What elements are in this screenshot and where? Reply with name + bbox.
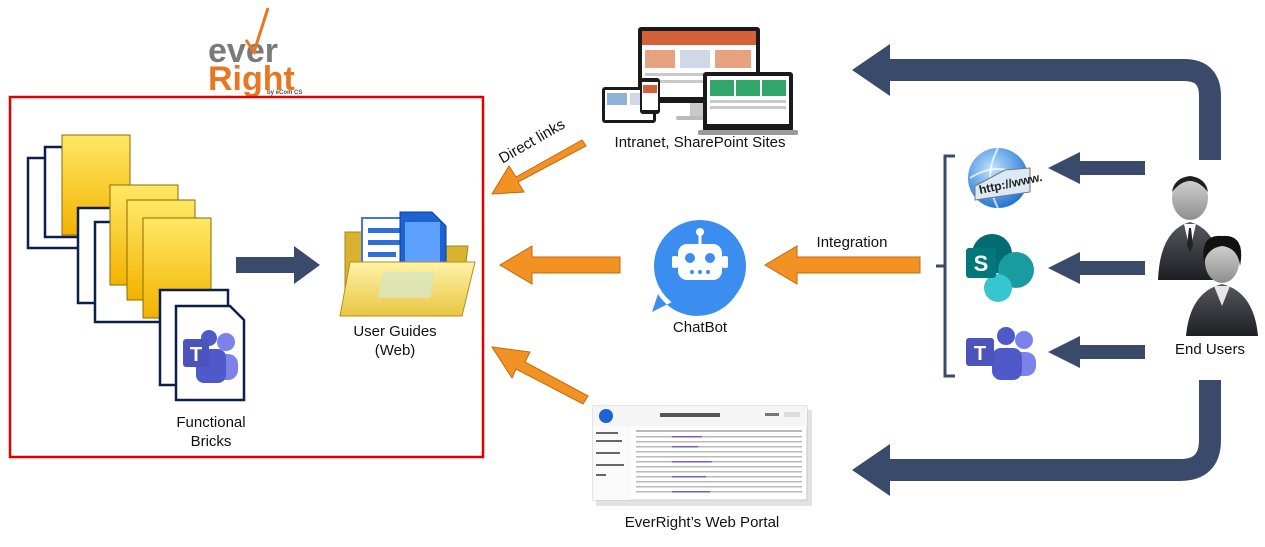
logo-line2: Right bbox=[208, 60, 295, 98]
arrow-users-to-sharepoint bbox=[1048, 252, 1145, 284]
web-portal-label: EverRight’s Web Portal bbox=[624, 514, 780, 531]
arrow-users-to-web bbox=[1048, 152, 1145, 184]
web-portal-screenshot bbox=[592, 405, 812, 506]
functional-bricks-line1: Functional bbox=[176, 414, 246, 431]
www-globe-icon: http://www. bbox=[968, 147, 1043, 209]
top-loop-arrowhead bbox=[852, 44, 890, 96]
everright-logo: ever Right by eCom CS bbox=[208, 7, 302, 98]
integration-label: Integration bbox=[816, 234, 888, 251]
functional-bricks-line2: Bricks bbox=[190, 433, 232, 450]
svg-text:T: T bbox=[974, 343, 986, 365]
user-guides-line1: User Guides bbox=[353, 323, 437, 340]
arrow-users-to-teams bbox=[1048, 336, 1145, 368]
channel-bracket bbox=[936, 154, 955, 378]
user-guides-folder-icon bbox=[339, 211, 476, 317]
arrow-intranet-to-guides bbox=[491, 139, 587, 195]
top-loop-line bbox=[890, 59, 1221, 160]
everright-scope-frame bbox=[8, 95, 485, 459]
svg-text:T: T bbox=[190, 344, 202, 366]
intranet-label: Intranet, SharePoint Sites bbox=[614, 134, 786, 151]
arrow-portal-to-guides bbox=[490, 346, 589, 405]
chatbot-label: ChatBot bbox=[672, 319, 728, 336]
user-guides-line2: (Web) bbox=[374, 342, 416, 359]
user-guides-label: User Guides (Web) bbox=[335, 322, 455, 360]
functional-bricks-icon bbox=[26, 134, 246, 402]
chatbot-icon bbox=[652, 220, 746, 316]
functional-bricks-label: Functional Bricks bbox=[160, 413, 262, 451]
teams-doc-icon: T bbox=[183, 330, 238, 383]
bottom-loop-arrowhead bbox=[852, 444, 890, 496]
logo-check-mark bbox=[244, 7, 270, 56]
arrow-bricks-to-guides bbox=[236, 246, 320, 284]
arrow-chatbot-to-guides bbox=[499, 245, 621, 285]
intranet-devices-icon bbox=[602, 27, 798, 135]
end-users-label: End Users bbox=[1174, 341, 1246, 358]
svg-text:S: S bbox=[974, 251, 989, 276]
logo-tagline: by eCom CS bbox=[267, 90, 302, 96]
sharepoint-icon: S bbox=[966, 234, 1034, 302]
end-users-icon bbox=[1158, 176, 1258, 336]
arrow-integration bbox=[764, 245, 921, 285]
teams-icon: T bbox=[966, 327, 1036, 380]
bottom-loop-line bbox=[890, 380, 1221, 481]
logo-line1: ever bbox=[208, 32, 278, 70]
